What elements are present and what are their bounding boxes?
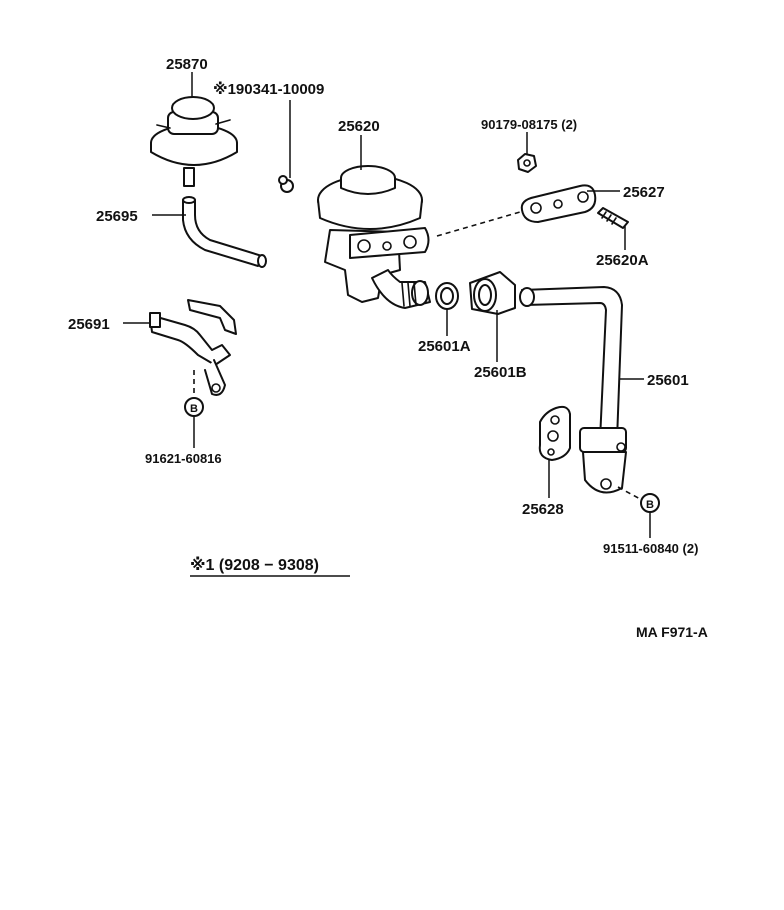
label-90179-08175: 90179-08175 (2): [481, 117, 577, 132]
clip-190341: [278, 175, 294, 193]
label-25601B: 25601B: [474, 364, 527, 381]
label-190341-10009: ※190341-10009: [213, 80, 324, 98]
hose-25695: [182, 196, 267, 268]
label-25601: 25601: [647, 372, 689, 389]
label-25870: 25870: [166, 56, 208, 73]
leader-lines: [123, 72, 651, 577]
gasket-25627: [520, 184, 597, 223]
label-25627: 25627: [623, 184, 665, 201]
vacuum-modulator-25870: [150, 96, 238, 187]
label-91511-60840: 91511-60840 (2): [603, 541, 698, 556]
egr-valve-25620: [317, 165, 431, 309]
bolt-badge-b1: B: [184, 397, 204, 417]
label-25620A: 25620A: [596, 252, 649, 269]
drawing-code: MA F971-A: [636, 624, 708, 640]
egr-pipe-25601: [519, 286, 627, 494]
bracket-25691: [149, 299, 237, 396]
gasket-25628: [538, 405, 571, 461]
label-25695: 25695: [96, 208, 138, 225]
nut-90179: [517, 153, 537, 173]
label-25691: 25691: [68, 316, 110, 333]
label-91621-60816: 91621-60816: [145, 451, 222, 466]
label-25620: 25620: [338, 118, 380, 135]
assembly-dashed-lines: [193, 211, 643, 501]
bolt-badge-b2: B: [640, 493, 660, 513]
badge-b1-text: B: [190, 403, 198, 415]
gasket-ring-25601A: [435, 282, 459, 310]
label-25628: 25628: [522, 501, 564, 518]
union-nut-25601B: [469, 271, 516, 315]
label-25601A: 25601A: [418, 338, 471, 355]
footnote-applicability: ※1 (9208 − 9308): [190, 556, 319, 574]
stud-25620A: [597, 207, 629, 229]
badge-b2-text: B: [646, 499, 654, 511]
